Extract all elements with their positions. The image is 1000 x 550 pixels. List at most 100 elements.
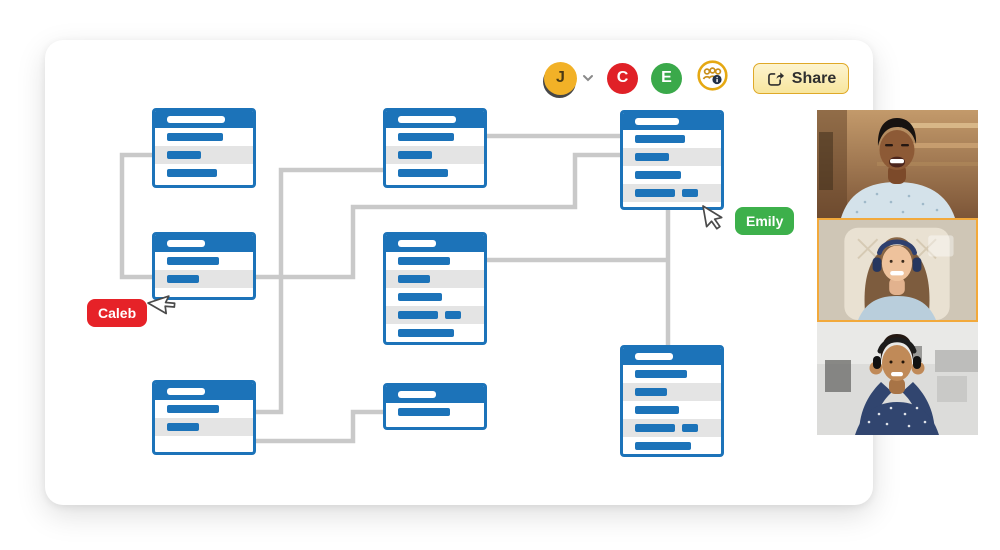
title-placeholder-bar (398, 116, 456, 123)
share-button-label: Share (791, 69, 837, 87)
title-placeholder-bar (398, 240, 436, 247)
table-top-middle-row-2 (386, 146, 484, 164)
chevron-down-icon[interactable] (582, 69, 594, 87)
table-mid-left-row-2 (155, 270, 253, 288)
table-bottom-middle[interactable] (383, 383, 487, 430)
table-top-right-row-4 (623, 184, 721, 202)
field-placeholder-bar (398, 151, 432, 159)
field-placeholder-bar (167, 405, 219, 413)
title-placeholder-bar (635, 353, 673, 360)
table-mid-center-row-5 (386, 324, 484, 342)
cursor-label-caleb: Caleb (87, 299, 148, 327)
field-placeholder-bar (167, 275, 199, 283)
connector-line-2[interactable] (256, 152, 620, 280)
video-tile-participant-3[interactable] (817, 322, 978, 435)
table-bottom-middle-row-1 (386, 403, 484, 421)
table-mid-center-row-2 (386, 270, 484, 288)
table-top-right-row-1 (623, 130, 721, 148)
field-placeholder-bar (398, 275, 430, 283)
table-top-left-header (155, 111, 253, 128)
participant-2-video (819, 220, 976, 320)
table-top-middle-row-1 (386, 128, 484, 146)
field-placeholder-bar (635, 135, 685, 143)
field-placeholder-bar (167, 169, 217, 177)
table-mid-center-row-1 (386, 252, 484, 270)
table-bottom-right-row-3 (623, 401, 721, 419)
field-placeholder-bar (635, 171, 681, 179)
field-placeholder-bar (635, 388, 667, 396)
video-tile-participant-1[interactable] (817, 110, 978, 218)
table-bottom-right-row-2 (623, 383, 721, 401)
field-placeholder-bar (445, 311, 461, 319)
title-placeholder-bar (167, 240, 205, 247)
field-placeholder-bar (398, 257, 450, 265)
table-mid-center[interactable] (383, 232, 487, 345)
avatar-E[interactable]: E (651, 62, 682, 94)
participant-1-video (817, 110, 978, 218)
share-button[interactable]: Share (753, 63, 849, 94)
table-top-right[interactable] (620, 110, 724, 210)
field-placeholder-bar (398, 408, 450, 416)
title-placeholder-bar (635, 118, 679, 125)
field-placeholder-bar (635, 406, 679, 414)
table-top-left-row-2 (155, 146, 253, 164)
title-placeholder-bar (398, 391, 436, 398)
table-top-left[interactable] (152, 108, 256, 188)
connector-line-3[interactable] (119, 152, 152, 280)
table-bottom-left-row-1 (155, 400, 253, 418)
field-placeholder-bar (635, 442, 691, 450)
field-placeholder-bar (635, 189, 675, 197)
table-bottom-middle-header (386, 386, 484, 403)
table-mid-left[interactable] (152, 232, 256, 300)
table-mid-center-row-4 (386, 306, 484, 324)
video-tile-participant-2[interactable] (817, 218, 978, 322)
table-bottom-right-row-5 (623, 437, 721, 454)
table-top-right-row-3 (623, 166, 721, 184)
table-bottom-left-header (155, 383, 253, 400)
field-placeholder-bar (682, 424, 698, 432)
table-bottom-left[interactable] (152, 380, 256, 455)
table-mid-center-row-3 (386, 288, 484, 306)
table-top-middle-header (386, 111, 484, 128)
table-top-middle[interactable] (383, 108, 487, 188)
table-mid-center-header (386, 235, 484, 252)
people-group-info-icon[interactable] (697, 60, 728, 96)
table-bottom-right-row-4 (623, 419, 721, 437)
table-top-middle-row-3 (386, 164, 484, 182)
field-placeholder-bar (167, 423, 199, 431)
participant-3-video (817, 322, 978, 435)
table-bottom-right-row-1 (623, 365, 721, 383)
field-placeholder-bar (398, 293, 442, 301)
avatar-J[interactable]: J (544, 61, 577, 95)
connector-line-4[interactable] (256, 167, 383, 415)
field-placeholder-bar (635, 424, 675, 432)
field-placeholder-bar (167, 151, 201, 159)
title-placeholder-bar (167, 388, 205, 395)
field-placeholder-bar (398, 133, 454, 141)
table-mid-left-header (155, 235, 253, 252)
field-placeholder-bar (635, 153, 669, 161)
table-top-right-row-2 (623, 148, 721, 166)
field-placeholder-bar (682, 189, 698, 197)
table-top-left-row-1 (155, 128, 253, 146)
title-placeholder-bar (167, 116, 225, 123)
table-bottom-right[interactable] (620, 345, 724, 457)
field-placeholder-bar (398, 329, 454, 337)
share-icon (766, 69, 785, 88)
remote-cursor-emily (702, 205, 723, 230)
table-bottom-left-row-2 (155, 418, 253, 436)
field-placeholder-bar (398, 169, 448, 177)
remote-cursor-caleb (147, 295, 176, 315)
table-top-left-row-3 (155, 164, 253, 182)
avatar-C[interactable]: C (607, 62, 638, 94)
field-placeholder-bar (167, 133, 223, 141)
field-placeholder-bar (635, 370, 687, 378)
table-bottom-right-header (623, 348, 721, 365)
table-top-right-header (623, 113, 721, 130)
connector-line-5[interactable] (256, 409, 383, 444)
field-placeholder-bar (167, 257, 219, 265)
video-call-panel (817, 110, 978, 435)
